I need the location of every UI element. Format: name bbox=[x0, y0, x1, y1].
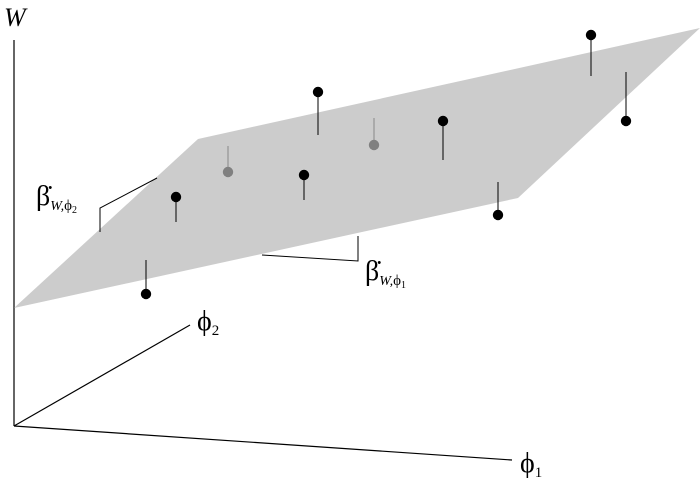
beta-phi1-symbol: β̇ bbox=[365, 256, 381, 287]
beta-phi1-sub-index: 1 bbox=[401, 280, 406, 291]
beta-phi1-leader bbox=[261, 236, 359, 262]
phi1-subscript: 1 bbox=[535, 465, 543, 481]
phi2-subscript: 2 bbox=[212, 323, 220, 339]
data-point bbox=[620, 115, 632, 127]
beta-phi2-sub-index: 2 bbox=[72, 205, 77, 216]
phi1-axis-label: ϕ1 bbox=[520, 448, 542, 481]
data-point-gray bbox=[368, 139, 380, 151]
phi2-axis-label: ϕ2 bbox=[197, 306, 219, 339]
beta-phi2-label: β̇W,ϕ2 bbox=[36, 181, 77, 216]
beta-phi1-label: β̇W,ϕ1 bbox=[365, 256, 406, 291]
data-point bbox=[170, 191, 182, 203]
beta-phi2-symbol: β̇ bbox=[36, 181, 52, 212]
beta-phi1-sub-phi: ϕ bbox=[393, 273, 401, 289]
observation-points bbox=[140, 29, 632, 300]
beta-phi2-sub-phi: ϕ bbox=[64, 198, 72, 214]
phi1-axis-line bbox=[13, 425, 513, 461]
data-point bbox=[585, 29, 597, 41]
data-point bbox=[312, 86, 324, 98]
w-axis-label: W bbox=[4, 3, 28, 32]
beta-phi2-leader bbox=[99, 177, 158, 232]
data-point bbox=[140, 288, 152, 300]
data-point-gray bbox=[222, 166, 234, 178]
phi2-symbol: ϕ bbox=[197, 306, 212, 337]
data-point bbox=[437, 115, 449, 127]
data-point bbox=[298, 169, 310, 181]
beta-phi2-sub-var: W, bbox=[50, 199, 64, 214]
phi1-symbol: ϕ bbox=[520, 448, 535, 479]
data-point bbox=[492, 209, 504, 221]
regression-plane bbox=[14, 28, 700, 308]
phi2-axis-line bbox=[13, 324, 191, 427]
beta-phi1-sub-var: W, bbox=[379, 274, 393, 289]
